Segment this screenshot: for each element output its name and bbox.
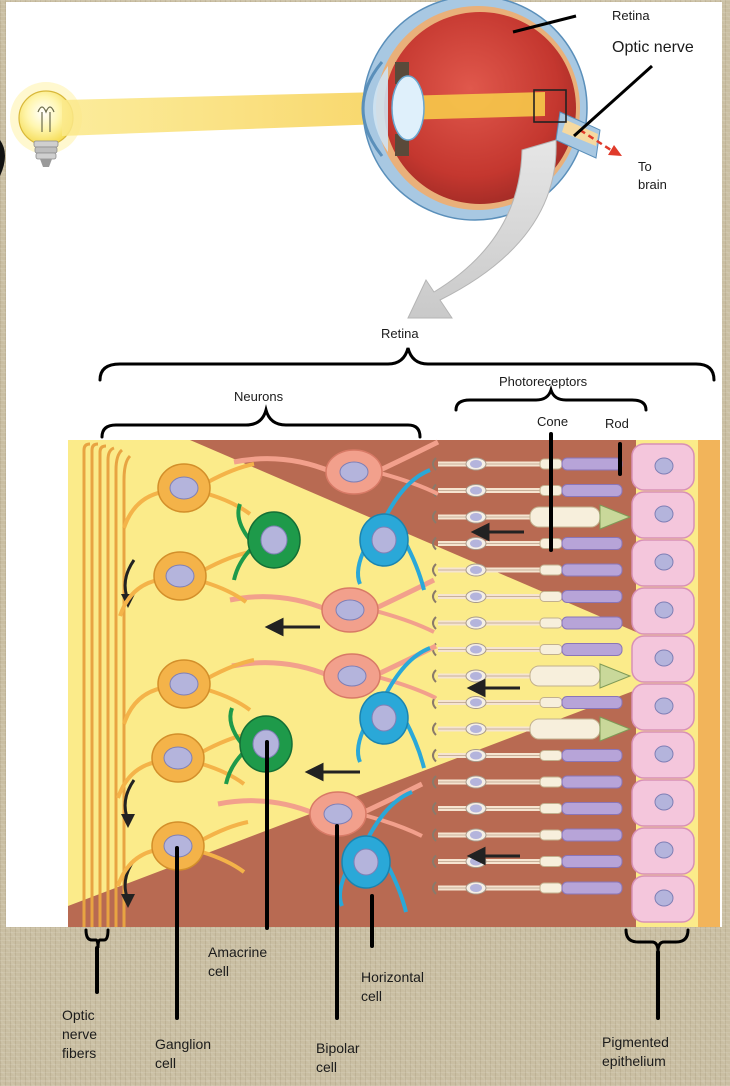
label-horizontal-2: cell [361,988,382,1004]
label-pigmented-2: epithelium [602,1053,666,1069]
label-ganglion-2: cell [155,1055,176,1071]
label-horizontal-1: Horizontal [361,969,424,985]
label-cone: Cone [537,414,568,429]
label-amacrine-1: Amacrine [208,944,267,960]
optic-nerve-fibers [84,444,130,927]
pigment-cell [632,540,694,586]
label-neurons: Neurons [234,389,284,404]
label-pigmented-1: Pigmented [602,1034,669,1050]
pigment-cell [632,876,694,922]
label-optic-fibers-3: fibers [62,1045,96,1061]
label-optic-fibers-1: Optic [62,1007,95,1023]
label-bipolar-1: Bipolar [316,1040,360,1056]
pigment-cell [632,636,694,682]
pigment-cell [632,780,694,826]
label-amacrine-2: cell [208,963,229,979]
left-edge-mark [0,140,5,176]
label-optic-fibers-2: nerve [62,1026,97,1042]
pigment-cell [632,444,694,490]
pigment-cell [632,828,694,874]
label-retina-section: Retina [381,326,419,341]
label-photoreceptors: Photoreceptors [499,374,588,389]
lens [392,76,424,140]
label-optic-nerve: Optic nerve [612,39,694,56]
label-retina-top: Retina [612,8,650,23]
label-ganglion-1: Ganglion [155,1036,211,1052]
label-to-brain-1: To [638,159,652,174]
pigment-cell [632,684,694,730]
pigment-cell [632,732,694,778]
optic-fibers-brace [86,930,108,948]
retina-cross-section [68,434,720,1018]
label-to-brain-2: brain [638,177,667,192]
pigment-cell [632,588,694,634]
pigment-cell [632,492,694,538]
pigmented-brace [626,930,688,952]
label-rod: Rod [605,416,629,431]
label-bipolar-2: cell [316,1059,337,1075]
